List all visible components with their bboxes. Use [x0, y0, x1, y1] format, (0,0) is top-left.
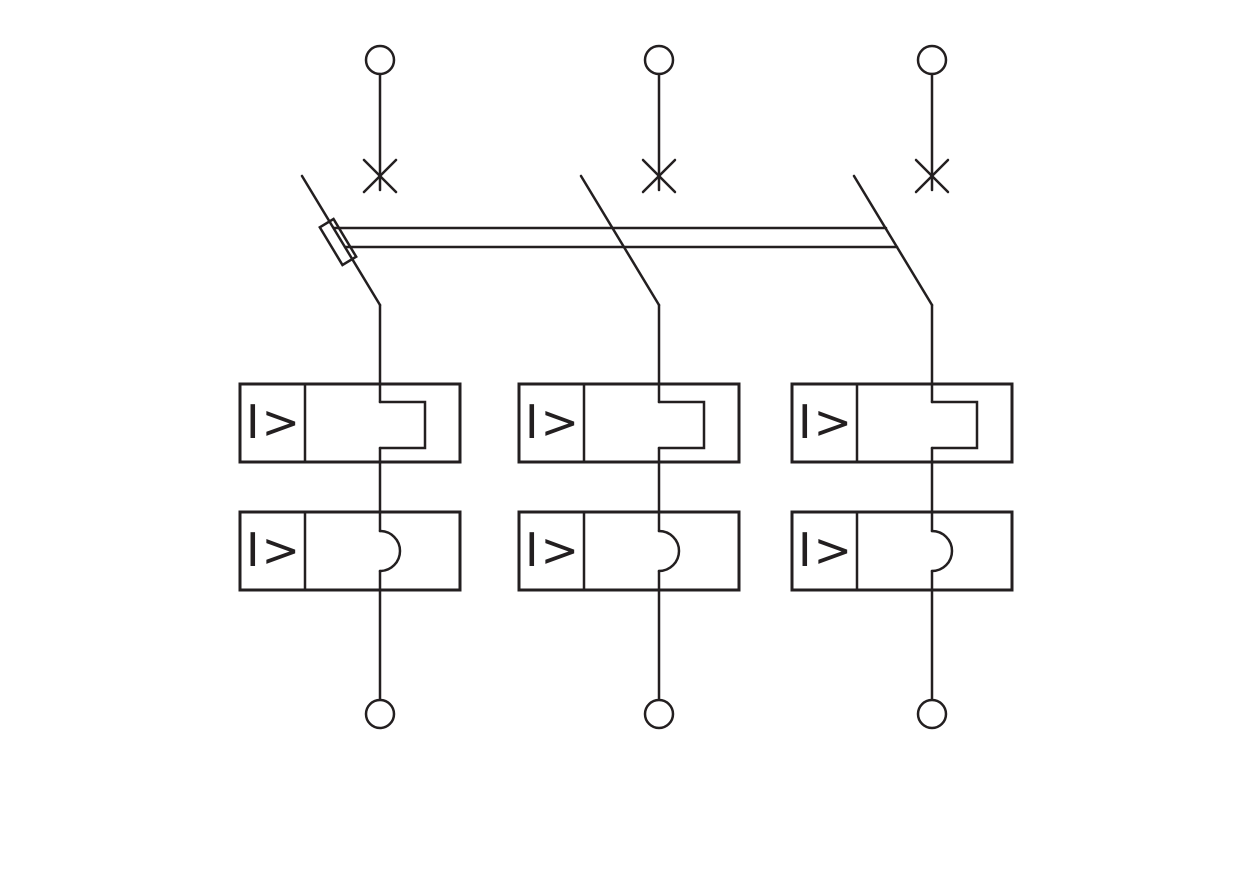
release-label: I> [246, 395, 302, 449]
square-release-element [930, 400, 979, 450]
pole-3: I> I> [790, 44, 1014, 730]
switch-blade [579, 174, 661, 307]
actuator-box [318, 217, 358, 267]
release-label: I> [798, 395, 854, 449]
top-terminal [916, 44, 948, 76]
release-block-lower [790, 510, 1014, 592]
top-terminal [643, 44, 675, 76]
release-label: I> [525, 395, 581, 449]
square-release-element [657, 400, 706, 450]
contact-cross-icon [641, 158, 677, 194]
semicircle-release-element [378, 529, 402, 573]
release-label: I> [798, 523, 854, 577]
bottom-terminal [364, 698, 396, 730]
switch-blade [300, 174, 382, 307]
square-release-element [378, 400, 427, 450]
mechanical-linkage [318, 217, 899, 267]
release-block-upper [517, 382, 741, 464]
top-terminal [364, 44, 396, 76]
bottom-terminal [643, 698, 675, 730]
switch-blade [852, 174, 934, 307]
bottom-terminal [916, 698, 948, 730]
semicircle-release-element [930, 529, 954, 573]
release-block-upper [790, 382, 1014, 464]
release-block-lower [238, 510, 462, 592]
contact-cross-icon [362, 158, 398, 194]
release-label: I> [246, 523, 302, 577]
contact-cross-icon [914, 158, 950, 194]
release-label: I> [525, 523, 581, 577]
release-block-upper [238, 382, 462, 464]
pole-2: I> I> [517, 44, 741, 730]
release-block-lower [517, 510, 741, 592]
pole-1: I> I> [238, 44, 462, 730]
semicircle-release-element [657, 529, 681, 573]
